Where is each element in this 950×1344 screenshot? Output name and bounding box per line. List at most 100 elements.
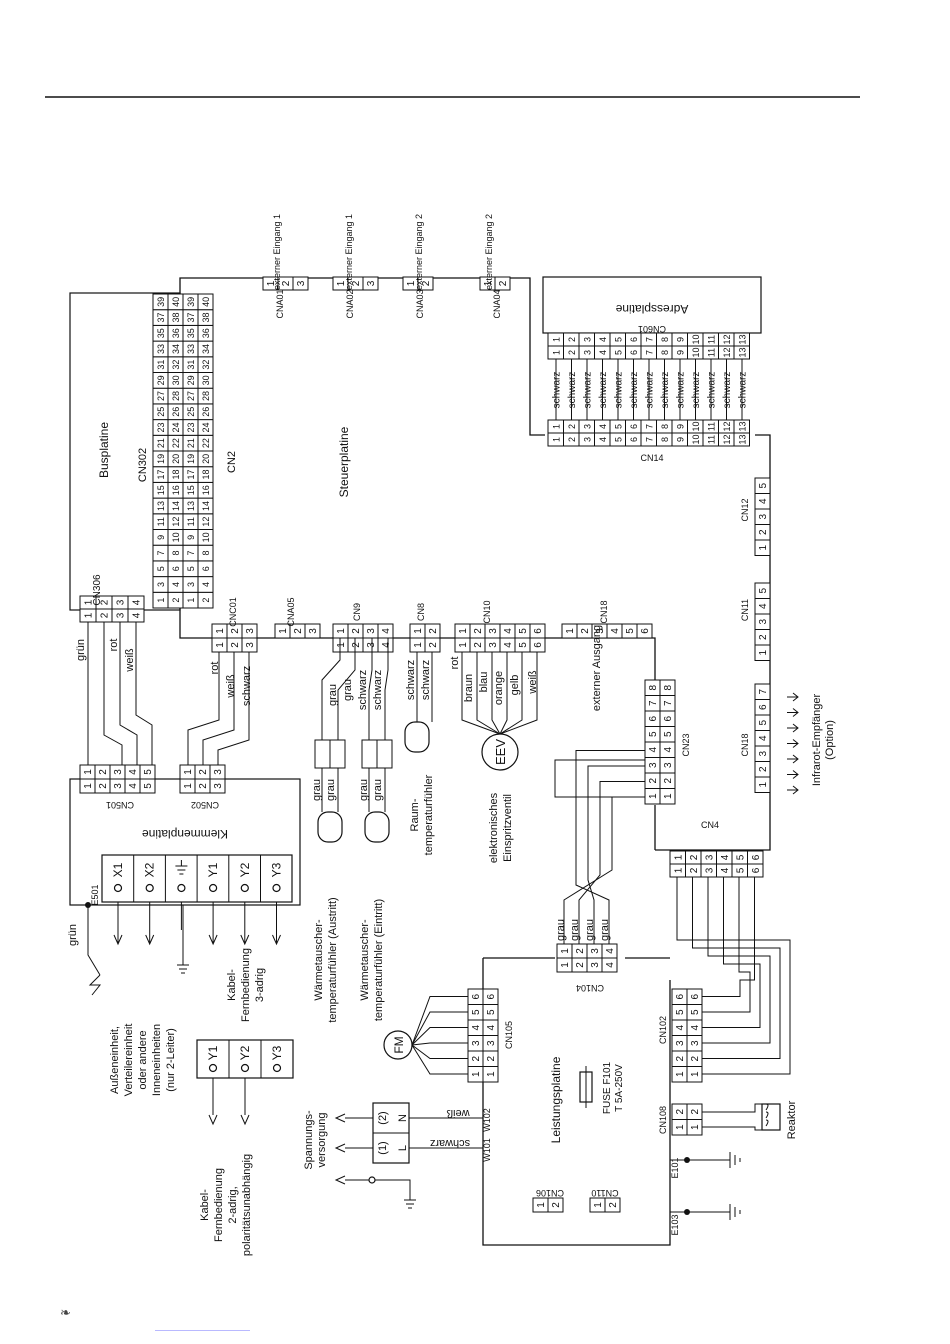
earth-icon: [175, 860, 188, 875]
room-thermistor: [404, 721, 430, 753]
wire-schwarz-address: schwarz: [645, 372, 656, 409]
pin-number: 2: [689, 854, 700, 860]
pin-number: 4: [132, 612, 143, 618]
pin-number: 12: [201, 517, 211, 527]
pin-number: 2: [758, 634, 769, 640]
pin-number: 6: [663, 716, 674, 722]
pin-number: 17: [186, 470, 196, 480]
reactor-box: [761, 1103, 781, 1131]
remote-screw: [208, 1063, 218, 1073]
address-board-outline: [542, 276, 762, 334]
eev-wire: [491, 652, 501, 735]
pin-number: 3: [213, 783, 224, 789]
wire-earth-arrow: [88, 974, 102, 996]
wire-grau-cn104-1: grau: [555, 919, 567, 941]
wire-schwarz-address: schwarz: [738, 372, 749, 409]
pin-number: 2: [575, 962, 586, 968]
wire-grau-cn104-4: grau: [599, 919, 611, 941]
pin-number: 3: [758, 514, 769, 520]
terminal-screw: [145, 883, 154, 893]
pin-number: 38: [201, 313, 211, 323]
page-link-underline: [155, 1330, 250, 1331]
pin-number: 23: [186, 422, 196, 432]
pin-number: 1: [551, 424, 561, 429]
pin-number: 11: [706, 422, 716, 431]
wire-braun-cn10: braun: [463, 674, 475, 702]
wire-cn4-cn102: [702, 877, 755, 997]
pin-number: 7: [644, 424, 654, 429]
pin-number: 3: [690, 1040, 701, 1046]
pin-number: 6: [486, 994, 497, 1000]
remote2-label-4: polaritätsunabhängig: [241, 1154, 253, 1256]
pin-number: 4: [201, 582, 211, 587]
pin-cell: [547, 1197, 564, 1213]
pin-number: 31: [156, 360, 166, 370]
pin-number: 2: [351, 280, 362, 286]
pin-number: 2: [201, 598, 211, 603]
remote3-label-1: Kabel-: [226, 969, 238, 1001]
power-board-outline: [482, 958, 671, 1246]
pin-number: 5: [518, 628, 529, 634]
hx-in-wire-2: [384, 638, 389, 740]
wire-cnc01-2: [202, 652, 235, 765]
fan-motor-label: FM: [392, 1036, 406, 1053]
pin-number: 1: [413, 628, 424, 634]
pin-number: 28: [201, 391, 211, 401]
pin-number: 1: [336, 628, 347, 634]
remote-terminal-label: Y3: [270, 1045, 284, 1060]
pin-number: 7: [156, 551, 166, 556]
pin-number: 9: [675, 437, 685, 442]
pin-number: 10: [691, 334, 701, 344]
remote-screw: [240, 1063, 250, 1073]
ext-input-1-a: externer Eingang 1: [272, 214, 282, 290]
pin-number: 5: [758, 483, 769, 489]
pin-cell: [139, 778, 156, 794]
pin-number: 13: [737, 434, 747, 444]
pin-number: 1: [471, 1071, 482, 1077]
cnc01-label: CNC01: [228, 597, 238, 627]
room-sensor-label-1: Raum-: [409, 798, 421, 831]
ext-input-2-a: externer Eingang 2: [414, 214, 424, 290]
pin-number: 10: [691, 434, 701, 444]
pin-number: 1: [336, 642, 347, 648]
pin-number: 5: [143, 769, 154, 775]
wire-cn23-cn104: [575, 750, 645, 944]
pin-number: 19: [186, 454, 196, 464]
pin-number: 7: [758, 689, 769, 695]
pin-number: 4: [381, 628, 392, 634]
cn14-label: CN14: [640, 453, 663, 463]
remote-arrow: [208, 1114, 218, 1126]
supply-label-1: Spannungs-: [303, 1110, 315, 1170]
pin-number: 6: [201, 566, 211, 571]
pin-number: 1: [673, 867, 684, 873]
pin-number: 35: [186, 328, 196, 338]
terminal-arrow: [208, 930, 218, 946]
pin-cell: [482, 988, 499, 1005]
bus-board-label: Busplatine: [97, 422, 111, 478]
fm-wire: [411, 1027, 468, 1046]
hx-in-label-2: temperaturfühler (Eintritt): [373, 899, 385, 1021]
pin-number: 6: [690, 994, 701, 1000]
pin-number: 11: [706, 335, 716, 344]
pin-number: 1: [648, 793, 659, 799]
outdoor-label-5: (nur 2-Leiter): [165, 1028, 177, 1092]
terminal-screw: [177, 883, 186, 893]
control-board-label: Steuerplatine: [337, 426, 351, 497]
pin-number: 30: [171, 375, 181, 385]
terminal-board-label: Klemmenplatine: [142, 827, 228, 841]
pin-number: 1: [336, 280, 347, 286]
room-sensor-label-2: temperaturfühler: [423, 774, 435, 855]
pin-number: 24: [171, 422, 181, 432]
pin-number: 33: [186, 344, 196, 354]
pin-number: 5: [735, 867, 746, 873]
pin-cell: [292, 276, 309, 291]
pin-number: 5: [648, 731, 659, 737]
pin-number: 1: [413, 642, 424, 648]
